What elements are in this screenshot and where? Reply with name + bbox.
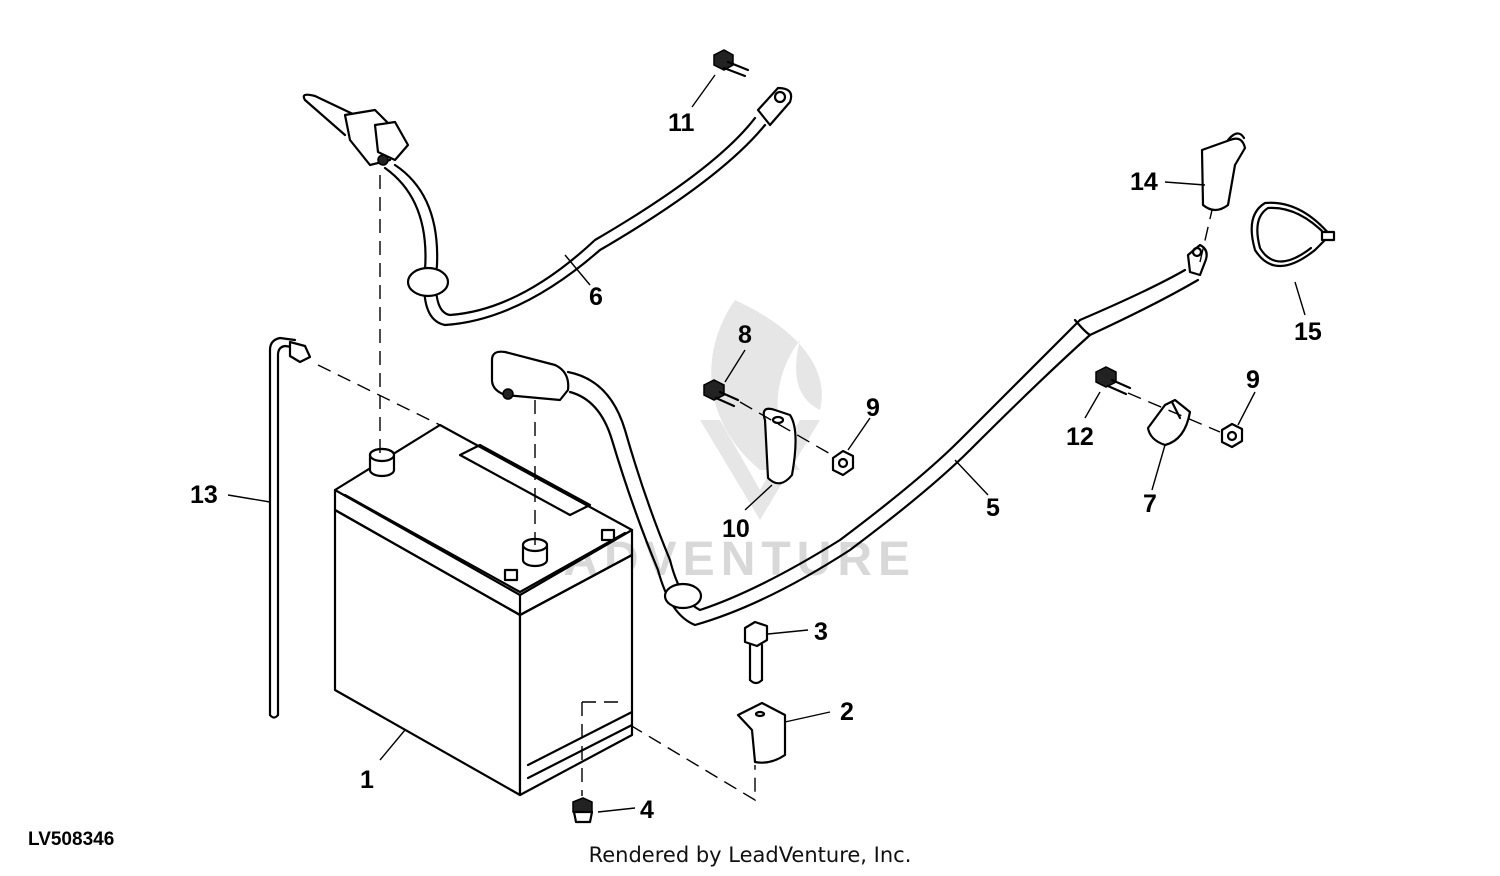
callout-9-right: 9 [1246, 366, 1260, 394]
callout-14: 14 [1130, 168, 1158, 196]
callout-5: 5 [986, 494, 1000, 522]
leader-lines [227, 74, 1306, 813]
callout-12: 12 [1066, 423, 1094, 451]
callouts: 1 2 3 4 5 6 7 8 9 9 10 11 12 13 14 15 [190, 109, 1322, 824]
assembly-lines [317, 175, 1221, 802]
nut-4 [572, 797, 594, 824]
clamp-10 [762, 407, 797, 485]
clamp-7 [1146, 398, 1192, 447]
tie-strap [1250, 201, 1336, 267]
bolt-12 [1095, 366, 1132, 396]
battery [333, 423, 634, 797]
callout-8: 8 [738, 321, 752, 349]
callout-1: 1 [360, 766, 374, 794]
callout-10: 10 [722, 515, 750, 543]
callout-3: 3 [814, 618, 828, 646]
callout-7: 7 [1143, 490, 1157, 518]
terminal-boot [1200, 132, 1247, 212]
figure-id: LV508346 [28, 829, 115, 850]
callout-6: 6 [589, 283, 603, 311]
bolt-8 [703, 379, 740, 408]
callout-9-left: 9 [866, 394, 880, 422]
callout-15: 15 [1294, 318, 1322, 346]
render-credit: Rendered by LeadVenture, Inc. [588, 843, 912, 867]
negative-cable [302, 86, 793, 327]
bracket-2 [736, 701, 787, 764]
bolt-3 [743, 620, 769, 685]
callout-2: 2 [840, 698, 854, 726]
callout-4: 4 [640, 796, 654, 824]
bolt-11 [713, 49, 750, 78]
callout-11: 11 [668, 109, 695, 137]
callout-13: 13 [190, 481, 218, 509]
nut-9-right [1220, 422, 1244, 449]
vent-tube [268, 336, 312, 719]
nut-9-left [831, 449, 855, 477]
